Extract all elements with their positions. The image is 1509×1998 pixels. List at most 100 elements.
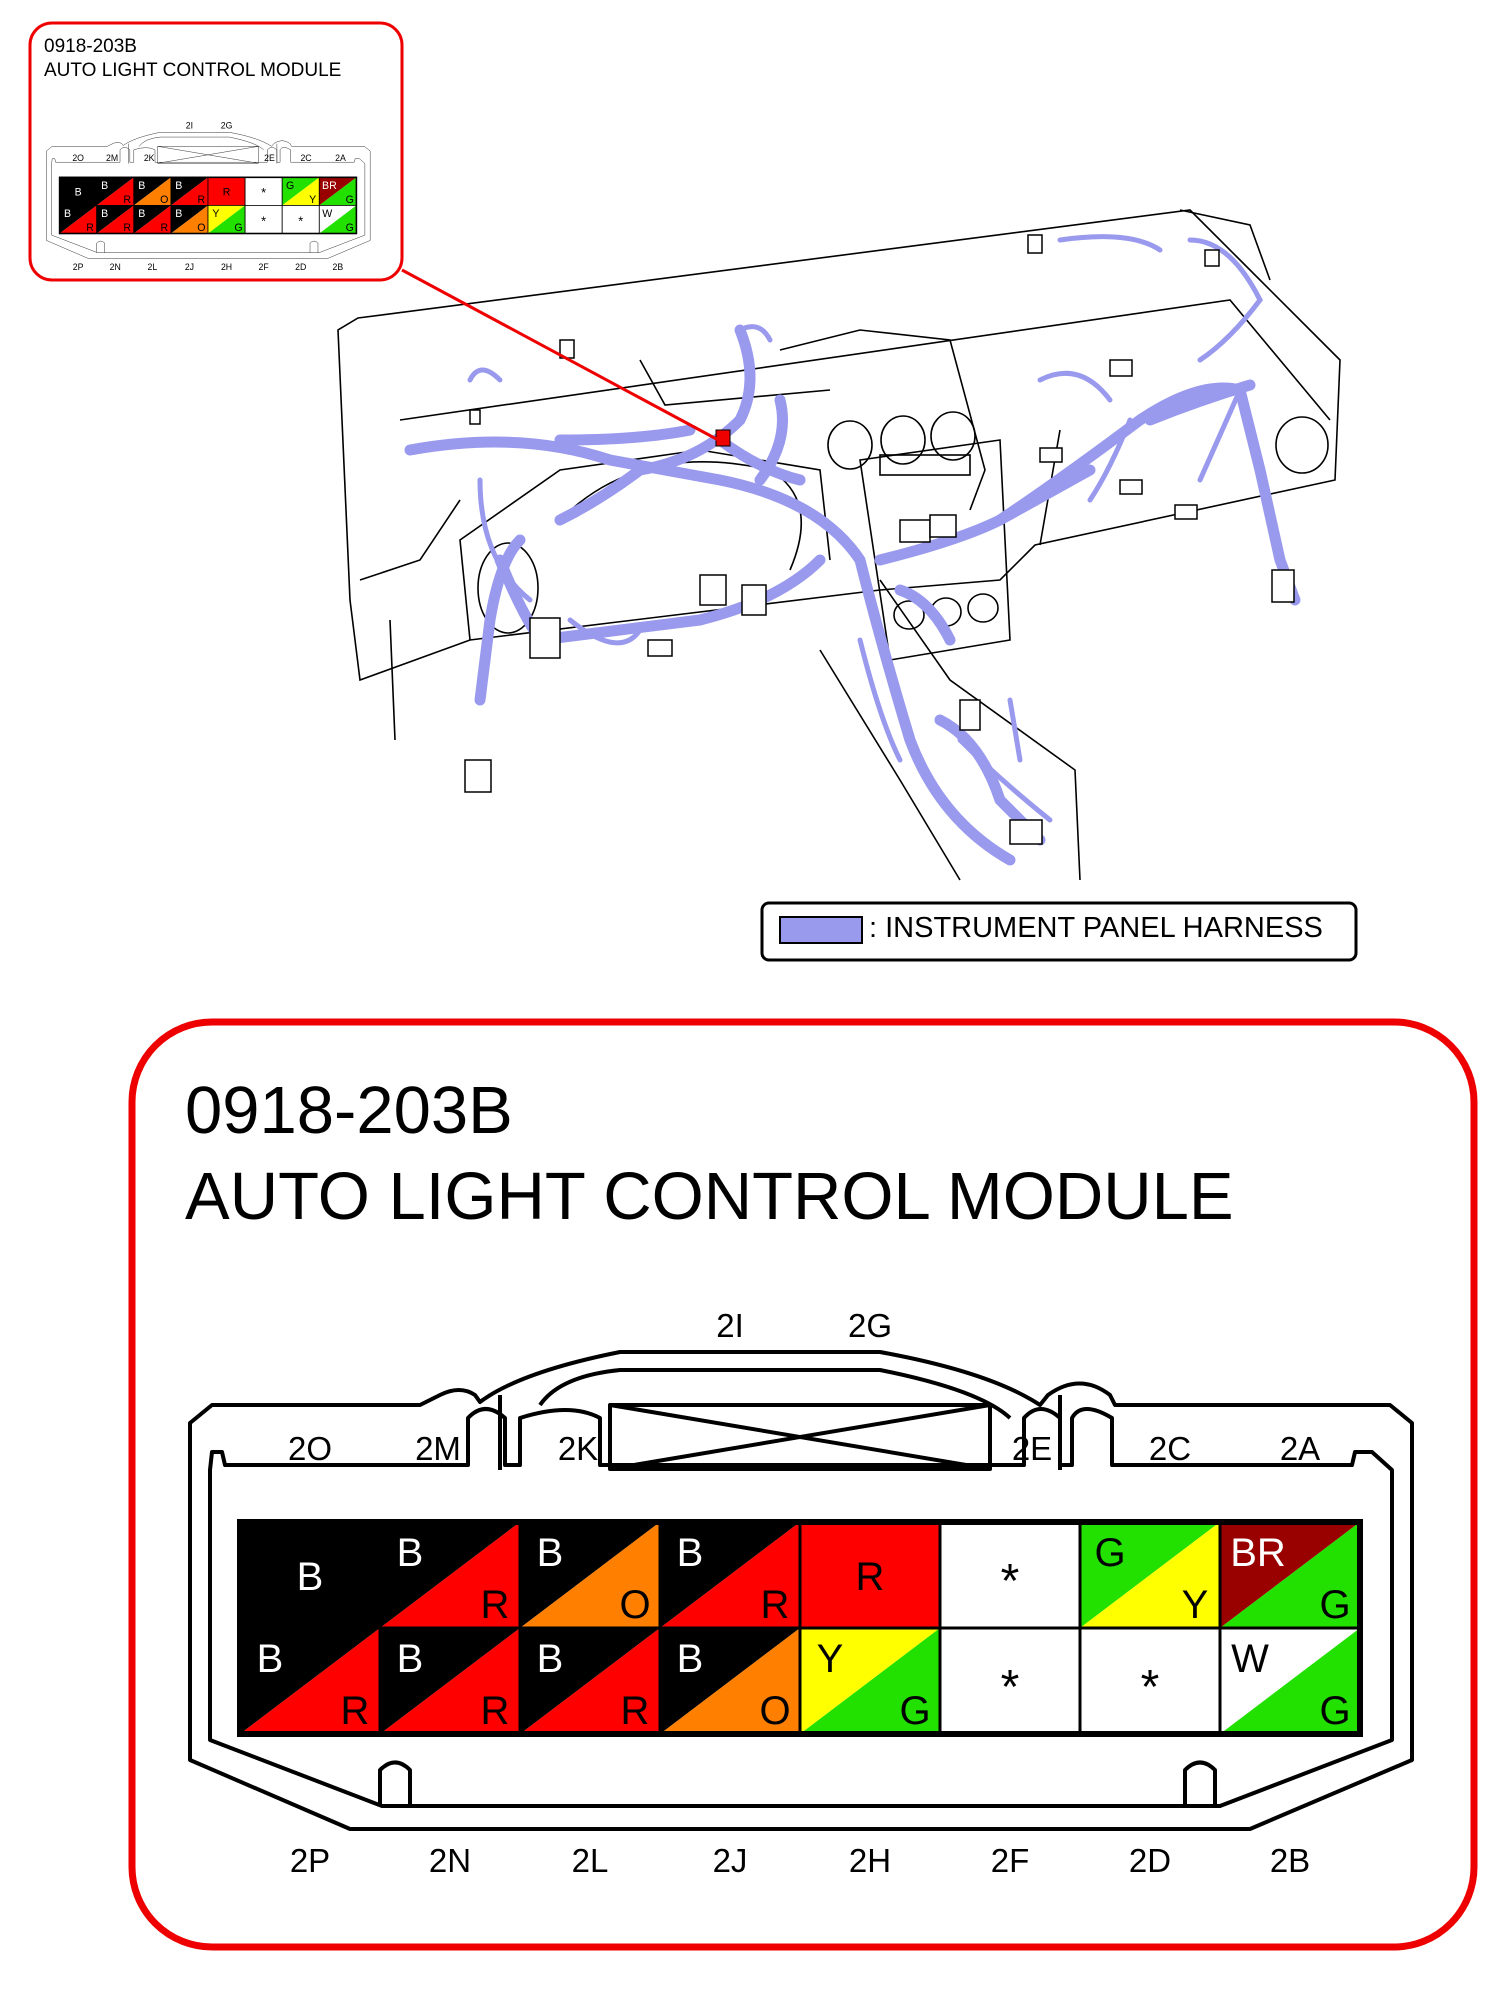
terminal-label-bottom: 2L xyxy=(147,262,157,272)
pin-stripe-label: G xyxy=(899,1689,930,1733)
small-callout-box xyxy=(28,21,404,282)
terminal-label-top: 2E xyxy=(264,153,275,163)
terminal-label-top: 2A xyxy=(335,153,346,163)
connector-housing-inner xyxy=(208,1407,1394,1808)
blank-cavity-cross xyxy=(609,1403,991,1471)
pin-stripe-color xyxy=(96,177,134,206)
terminal-label-top: 2K xyxy=(558,1430,598,1467)
pin-primary-label: B xyxy=(297,1555,324,1599)
pin-cavity-1-0: BR xyxy=(238,1626,382,1736)
pin-primary-label: B xyxy=(397,1637,424,1681)
legend-label: : INSTRUMENT PANEL HARNESS xyxy=(869,912,1323,944)
pin-unused-label: * xyxy=(1001,1661,1020,1714)
terminal-label-bottom: 2P xyxy=(290,1842,330,1879)
pin-primary-label: B xyxy=(138,180,145,192)
pin-cavity-1-5: * xyxy=(244,205,283,234)
pin-stripe-color xyxy=(319,205,357,234)
pin-stripe-label: R xyxy=(481,1689,510,1733)
terminal-label-top: 2A xyxy=(1280,1430,1320,1467)
terminal-label-bottom: 2N xyxy=(110,262,121,272)
pin-stripe-label: R xyxy=(761,1583,790,1627)
pin-cavity-0-6: GY xyxy=(281,176,320,206)
pin-stripe-color xyxy=(660,1628,800,1734)
pin-cavity-1-6: * xyxy=(1078,1626,1222,1736)
pin-primary-label: B xyxy=(257,1637,284,1681)
terminal-label-top: 2O xyxy=(72,153,84,163)
pin-stripe-color xyxy=(207,205,246,234)
terminal-label-bottom: 2F xyxy=(991,1842,1030,1879)
pin-cavity-0-1: BR xyxy=(378,1520,522,1630)
pin-cavity-0-3: BR xyxy=(658,1520,802,1630)
pin-primary-label: Y xyxy=(212,208,219,220)
pin-primary-label: BR xyxy=(322,180,337,192)
pin-primary-label: B xyxy=(397,1531,424,1575)
pin-stripe-label: G xyxy=(346,194,354,206)
pin-cavity-0-5: * xyxy=(244,176,283,206)
connector-blocks xyxy=(464,234,1295,845)
pin-primary-label: B xyxy=(138,208,145,220)
terminal-label-upper: 2I xyxy=(186,120,193,130)
pin-cavity-0-1: BR xyxy=(96,176,135,206)
pin-stripe-color xyxy=(800,1628,940,1734)
pin-stripe-color xyxy=(380,1628,520,1734)
pin-cavity-1-6: * xyxy=(281,205,320,234)
pin-cavity-0-3: BR xyxy=(170,176,209,206)
pin-stripe-label: G xyxy=(1319,1583,1350,1627)
connector-top-lip xyxy=(538,1368,1012,1420)
blank-cavity xyxy=(157,146,259,164)
pin-primary-label: Y xyxy=(817,1637,844,1681)
pin-stripe-color xyxy=(59,205,97,234)
harness-branches xyxy=(467,234,1263,823)
terminal-label-bottom: 2D xyxy=(1129,1842,1171,1879)
pin-primary-label: G xyxy=(1094,1531,1125,1575)
connector-id-title: 0918-203B xyxy=(185,1073,513,1148)
pin-cavity-0-2: BO xyxy=(133,176,172,206)
pin-cavity-1-2: BR xyxy=(518,1626,662,1736)
pin-cavity-1-7: WG xyxy=(1218,1626,1362,1736)
connector-housing-inner xyxy=(51,147,366,253)
terminal-label-top: 2M xyxy=(106,153,118,163)
blank-cavity xyxy=(608,1403,992,1471)
pin-solid-color xyxy=(800,1522,940,1628)
connector-name-title: AUTO LIGHT CONTROL MODULE xyxy=(185,1159,1234,1234)
pin-stripe-color xyxy=(520,1522,660,1628)
terminal-label-upper: 2G xyxy=(221,120,233,130)
terminal-label-top: 2K xyxy=(144,153,155,163)
pin-cavity-0-7: BRG xyxy=(1218,1520,1362,1630)
pin-cavity-0-4: R xyxy=(798,1520,942,1630)
connector-top-lip xyxy=(138,136,264,150)
pin-stripe-label: R xyxy=(86,222,94,234)
pin-stripe-color xyxy=(1220,1522,1360,1628)
pin-stripe-label: G xyxy=(346,222,354,234)
pin-cavity-0-5: * xyxy=(938,1520,1082,1630)
pin-primary-label: B xyxy=(677,1531,704,1575)
terminal-label-top: 2M xyxy=(415,1430,461,1467)
pin-cavity-0-0: B xyxy=(238,1520,382,1630)
pin-stripe-label: G xyxy=(234,222,242,234)
pin-primary-label: W xyxy=(1231,1637,1269,1681)
pin-stripe-label: O xyxy=(197,222,205,234)
pin-primary-label: B xyxy=(64,208,71,220)
pin-primary-label: R xyxy=(223,186,231,198)
legend-swatch xyxy=(779,916,863,944)
pin-solid-color xyxy=(240,1522,380,1628)
terminal-label-bottom: 2H xyxy=(221,262,232,272)
pin-stripe-label: R xyxy=(341,1689,370,1733)
pin-stripe-label: G xyxy=(1319,1689,1350,1733)
terminal-label-upper: 2I xyxy=(716,1307,744,1344)
pin-primary-label: B xyxy=(175,208,182,220)
pin-cavity-1-4: YG xyxy=(798,1626,942,1736)
pin-unused-label: * xyxy=(1141,1661,1160,1714)
terminal-label-bottom: 2L xyxy=(572,1842,609,1879)
pin-primary-label: B xyxy=(101,208,108,220)
pin-primary-label: B xyxy=(75,186,82,198)
pin-stripe-label: R xyxy=(123,194,131,206)
pin-solid-color xyxy=(207,177,246,206)
pin-stripe-label: O xyxy=(160,194,168,206)
pin-solid-color xyxy=(59,177,97,206)
pin-stripe-label: R xyxy=(481,1583,510,1627)
pin-stripe-color xyxy=(96,205,134,234)
